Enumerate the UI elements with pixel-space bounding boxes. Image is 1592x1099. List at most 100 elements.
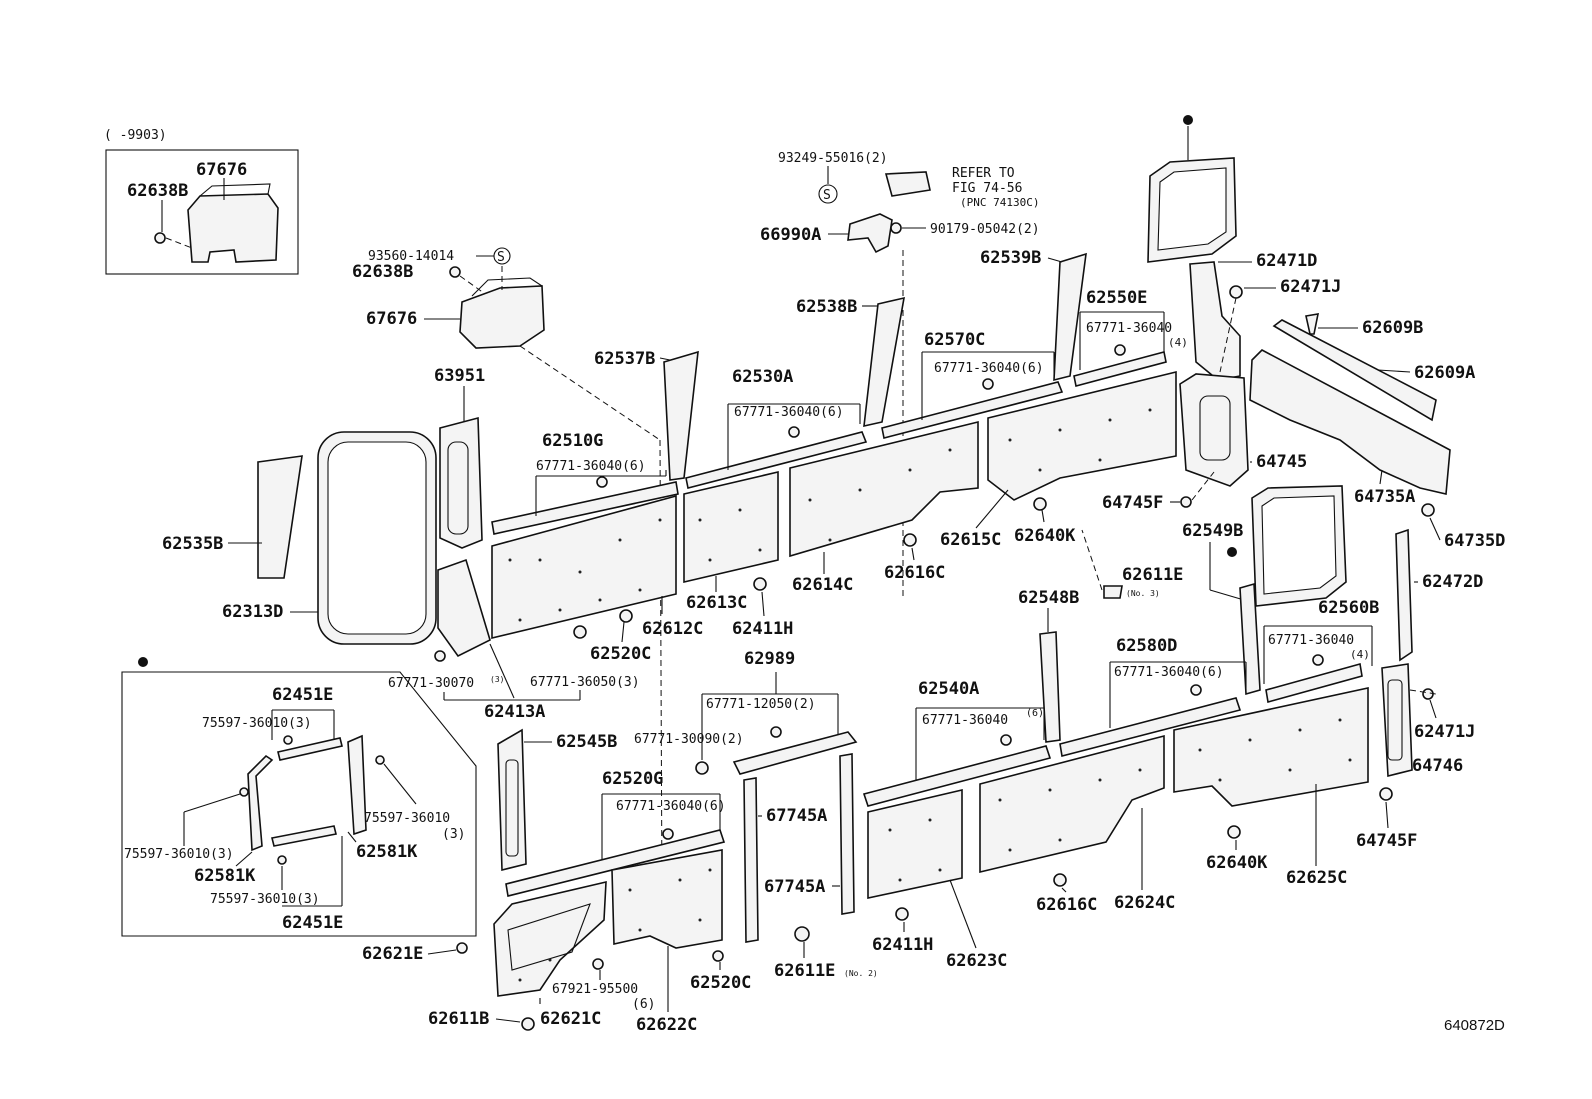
label-62549B: 62549B	[1182, 521, 1243, 541]
label-67771-4b: 67771-36040	[1268, 633, 1354, 648]
strip-62451E-b	[271, 825, 337, 847]
label-no2: (No. 2)	[844, 969, 878, 978]
panel-62615C	[987, 370, 1177, 501]
qty-6e: (6)	[1026, 708, 1044, 719]
label-62612C: 62612C	[642, 619, 703, 639]
label-67771-d: 67771-36040(6)	[1114, 665, 1224, 680]
label-62520C: 62520C	[590, 644, 651, 664]
label-no3: (No. 3)	[1126, 589, 1160, 598]
label-62613C: 62613C	[686, 593, 747, 613]
bullet-icon	[1183, 115, 1193, 125]
label-67771-36050: 67771-36050(3)	[530, 675, 640, 690]
label-62411H: 62411H	[732, 619, 793, 639]
pillar-62535B	[257, 455, 303, 579]
label-93249: 93249-55016(2)	[778, 151, 888, 166]
label-62611E-2: 62611E	[774, 961, 835, 981]
pillar-62537B	[663, 350, 699, 481]
label-62614C: 62614C	[792, 575, 853, 595]
panel-62622C	[611, 849, 723, 949]
label-62616C: 62616C	[884, 563, 945, 583]
panel-62623C	[867, 788, 963, 899]
label-64746: 64746	[1412, 756, 1463, 776]
diagram-ref: 640872D	[1444, 1017, 1505, 1034]
label-67771-c: 67771-36040(6)	[536, 459, 646, 474]
label-67771-12050: 67771-12050(2)	[706, 697, 816, 712]
label-62622C: 62622C	[636, 1015, 697, 1035]
svg-text:S: S	[497, 250, 505, 265]
panel-62612C	[491, 494, 677, 640]
label-62609B: 62609B	[1362, 318, 1423, 338]
clip-62609B	[1305, 313, 1320, 335]
upper-wall: 62537B 62538B 62539B 62510G 67771-36040(…	[491, 248, 1188, 664]
label-62520C-2: 62520C	[690, 973, 751, 993]
label-66990A: 66990A	[760, 225, 821, 245]
label-62609A: 62609A	[1414, 363, 1475, 383]
inset-lower-frame	[121, 671, 477, 937]
strip-62570C	[881, 381, 1064, 439]
inset-clip	[154, 232, 166, 244]
inset-label-62638B: 62638B	[127, 181, 188, 201]
label-62550E: 62550E	[1086, 288, 1147, 308]
pillar-62545B	[497, 728, 527, 872]
inset-label-67676: 67676	[196, 160, 247, 180]
label-62537B: 62537B	[594, 349, 655, 369]
qty-4a: (4)	[1168, 336, 1188, 349]
label-67771-30090: 67771-30090(2)	[634, 732, 744, 747]
trim-62609A-top	[1272, 319, 1437, 422]
inset-cover-part	[187, 193, 279, 263]
inset-top-frame	[105, 149, 299, 275]
label-62625C: 62625C	[1286, 868, 1347, 888]
label-62616C-2: 62616C	[1036, 895, 1097, 915]
label-62623C: 62623C	[946, 951, 1007, 971]
label-62471D: 62471D	[1256, 251, 1317, 271]
label-67771-e: 67771-36040	[922, 713, 1008, 728]
strip-62510G	[491, 481, 679, 535]
clip-62611E	[1103, 585, 1123, 599]
label-62611E: 62611E	[1122, 565, 1183, 585]
latch-66990A	[847, 213, 893, 254]
label-90179: 90179-05042(2)	[930, 222, 1040, 237]
inset-label-75597-a: 75597-36010(3)	[202, 716, 312, 731]
label-refer2: FIG 74-56	[952, 181, 1022, 196]
inset-label-75597-c: 75597-36010	[364, 811, 450, 826]
strip-62560B	[1265, 662, 1363, 704]
inset-label-62581K-b: 62581K	[194, 866, 256, 886]
label-67771-30070: 67771-30070	[388, 676, 474, 691]
label-67676: 67676	[366, 309, 417, 329]
lower-left-holes	[518, 868, 712, 982]
qty-6g: (6)	[632, 997, 655, 1012]
label-67771-a: 67771-36040(6)	[934, 361, 1044, 376]
refer-box-part	[884, 171, 931, 197]
label-62615C: 62615C	[940, 530, 1001, 550]
label-62471J-2: 62471J	[1414, 722, 1475, 742]
panel-holes	[508, 408, 1152, 622]
qty-4b: (4)	[1350, 648, 1370, 661]
label-62520G: 62520G	[602, 769, 663, 789]
label-62621C: 62621C	[540, 1009, 601, 1029]
lower-right-wall: 62549B 62611E (No. 3) 62472D 62548B 6256…	[862, 485, 1483, 971]
trim-64745	[1179, 373, 1249, 487]
label-67921: 67921-95500	[552, 982, 638, 997]
label-62611B: 62611B	[428, 1009, 489, 1029]
box-67676	[459, 285, 545, 349]
label-62535B: 62535B	[162, 534, 223, 554]
strip-62540A	[862, 745, 1052, 807]
label-64745F: 64745F	[1102, 493, 1163, 513]
label-64745F-2: 64745F	[1356, 831, 1417, 851]
label-64735A: 64735A	[1354, 487, 1415, 507]
pillar-62538B	[863, 296, 905, 428]
label-67771-b: 67771-36040(6)	[734, 405, 844, 420]
inset-lower: 62451E 75597-36010(3) 75597-36010(3) 625…	[121, 657, 477, 937]
label-62640K-2: 62640K	[1206, 853, 1268, 873]
trim-62609A	[1249, 349, 1451, 495]
qty-3a: (3)	[490, 675, 504, 684]
label-62638B: 62638B	[352, 262, 413, 282]
box-67676-group: 93560-14014 S 62638B 67676	[352, 247, 663, 901]
panel-62614C	[789, 420, 979, 558]
label-62413A: 62413A	[484, 702, 545, 722]
strip-62550E	[1073, 351, 1167, 387]
label-62548B: 62548B	[1018, 588, 1079, 608]
pillar-62539B	[1053, 252, 1087, 382]
